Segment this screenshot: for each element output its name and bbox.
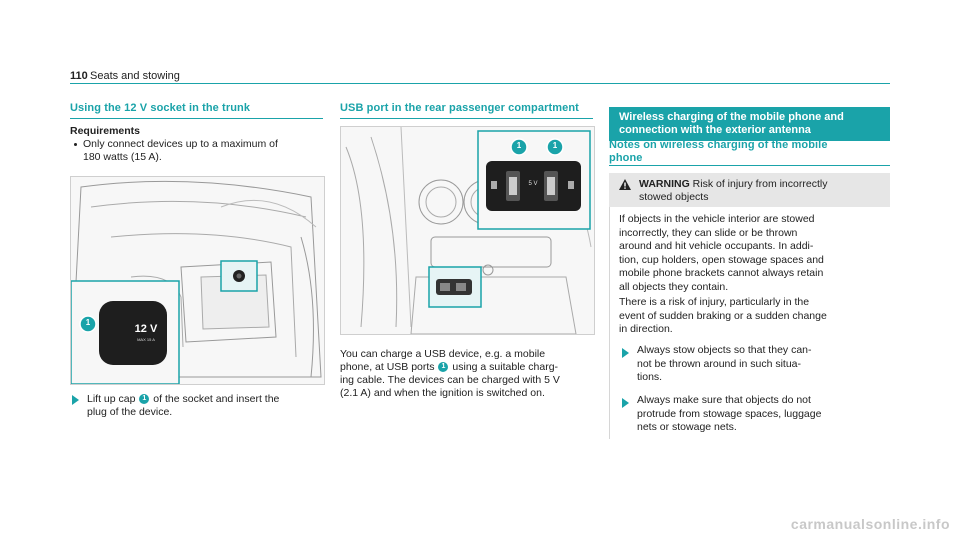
subsection-title-line2: phone bbox=[609, 152, 643, 164]
callout-badge: 1 bbox=[139, 394, 150, 405]
section-title-12v-socket: Using the 12 V socket in the trunk bbox=[70, 102, 251, 114]
warning-p1-line: around and hit vehicle occupants. In add… bbox=[619, 240, 814, 252]
banner-title-line2: connection with the exterior antenna bbox=[619, 124, 811, 136]
step-text-line2: plug of the device. bbox=[87, 406, 173, 418]
warning-heading-line1: WARNING Risk of injury from incorrectly bbox=[639, 178, 827, 192]
socket-sublabel: MAX 15 A bbox=[137, 337, 155, 342]
warning-step1-line: Always stow objects so that they can- bbox=[637, 344, 812, 356]
requirement-text: Only connect devices up to a maximum of bbox=[83, 138, 278, 150]
subsection-title: Notes on wireless charging of the mobile… bbox=[609, 139, 828, 165]
warning-step-2: Always make sure that objects do not pro… bbox=[637, 394, 821, 435]
banner-title: Wireless charging of the mobile phone an… bbox=[619, 111, 844, 137]
callout-badge: 1 bbox=[552, 141, 558, 150]
warning-label: WARNING bbox=[639, 178, 690, 190]
step-text-b: of the socket and insert the bbox=[153, 393, 280, 405]
usb-paragraph-line1: You can charge a USB device, e.g. a mobi… bbox=[340, 348, 546, 360]
section-title-usb: USB port in the rear passenger compartme… bbox=[340, 102, 579, 114]
warning-body: If objects in the vehicle interior are s… bbox=[609, 207, 891, 439]
usb-text-a: phone, at USB ports bbox=[340, 361, 435, 373]
callout-badge: 1 bbox=[85, 318, 91, 327]
warning-step1-line: tions. bbox=[637, 371, 663, 383]
warning-paragraph-2: There is a risk of injury, particularly … bbox=[619, 296, 827, 337]
warning-step2-line: protrude from stowage spaces, luggage bbox=[637, 407, 822, 420]
requirements-heading: Requirements bbox=[70, 125, 141, 137]
footer: carmanualsonline.info bbox=[0, 516, 960, 533]
requirement-bullet: Only connect devices up to a maximum of bbox=[74, 138, 278, 152]
warning-box: WARNING Risk of injury from incorrectly … bbox=[609, 173, 890, 439]
bullet-icon bbox=[74, 142, 77, 146]
warning-heading-line2: stowed objects bbox=[639, 191, 709, 203]
warning-p2-line: There is a risk of injury, particularly … bbox=[619, 296, 810, 308]
usb-port-figure: 1 1 5 V bbox=[340, 126, 595, 335]
step-arrow-icon bbox=[72, 395, 79, 405]
warning-triangle-icon bbox=[619, 179, 631, 190]
usb-text-b: using a suitable charg- bbox=[452, 361, 559, 373]
usb-paragraph-line2: phone, at USB ports 1 using a suitable c… bbox=[340, 361, 558, 375]
page-number: 110 bbox=[70, 70, 88, 82]
section-rule bbox=[70, 118, 323, 119]
warning-header: WARNING Risk of injury from incorrectly … bbox=[609, 173, 890, 207]
trunk-socket-figure: 1 12 V MAX 15 A bbox=[70, 176, 325, 385]
warning-p1-line: incorrectly, they can slide or be thrown bbox=[619, 226, 798, 239]
warning-paragraph-1: If objects in the vehicle interior are s… bbox=[619, 213, 824, 294]
usb-paragraph-line3: ing cable. The devices can be charged wi… bbox=[340, 374, 560, 386]
callout-badge: 1 bbox=[516, 141, 522, 150]
step-text: Lift up cap 1 of the socket and insert t… bbox=[87, 393, 279, 407]
section-rule bbox=[609, 165, 890, 166]
callout-badge: 1 bbox=[438, 362, 449, 373]
socket-label: 12 V bbox=[134, 323, 158, 335]
wireless-charging-banner: Wireless charging of the mobile phone an… bbox=[609, 107, 890, 141]
warning-p1-line: If objects in the vehicle interior are s… bbox=[619, 213, 815, 225]
warning-p1-line: all objects they contain. bbox=[619, 280, 729, 293]
warning-step2-line: nets or stowage nets. bbox=[637, 421, 737, 433]
requirement-text-line2: 180 watts (15 A). bbox=[83, 151, 162, 163]
warning-p1-line: mobile phone brackets cannot always reta… bbox=[619, 267, 824, 279]
watermark-text: carmanualsonline.info bbox=[790, 516, 950, 532]
warning-step1-line: not be thrown around in such situa- bbox=[637, 357, 802, 370]
step-text-a: Lift up cap bbox=[87, 393, 136, 405]
trunk-illustration bbox=[71, 177, 324, 384]
warning-step2-line: Always make sure that objects do not bbox=[637, 394, 811, 406]
warning-p2-line: in direction. bbox=[619, 323, 673, 335]
step-arrow-icon bbox=[622, 398, 629, 408]
warning-step-1: Always stow objects so that they can- no… bbox=[637, 344, 812, 385]
step-arrow-icon bbox=[622, 348, 629, 358]
banner-title-line1: Wireless charging of the mobile phone an… bbox=[619, 111, 844, 123]
console-illustration bbox=[341, 127, 594, 334]
section-rule bbox=[340, 118, 593, 119]
usb-paragraph-line4: (2.1 A) and when the ignition is switche… bbox=[340, 387, 545, 399]
port-label: 5 V bbox=[528, 181, 538, 187]
warning-head-text: Risk of injury from incorrectly bbox=[692, 178, 828, 190]
subsection-title-line1: Notes on wireless charging of the mobile bbox=[609, 139, 828, 151]
warning-p2-line: event of sudden braking or a sudden chan… bbox=[619, 309, 827, 322]
running-header: Seats and stowing bbox=[90, 70, 180, 82]
header-rule bbox=[70, 83, 890, 84]
warning-p1-line: tion, cup holders, open stowage spaces a… bbox=[619, 253, 824, 266]
